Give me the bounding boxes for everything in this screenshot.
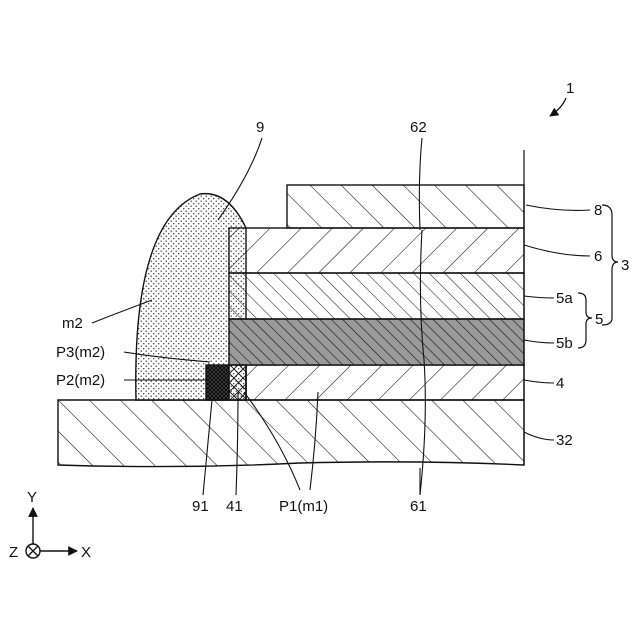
label-91: 91: [192, 498, 209, 515]
layer-6: [229, 228, 524, 273]
label-m2: m2: [62, 315, 83, 332]
label-P3: P3(m2): [56, 344, 105, 361]
axis-indicator: Y Z X: [9, 489, 91, 561]
reference-arrow-1: [550, 98, 566, 116]
label-6: 6: [594, 248, 602, 265]
label-32: 32: [556, 432, 573, 449]
substrate-32: [58, 400, 524, 467]
label-62: 62: [410, 119, 427, 136]
axis-y-label: Y: [27, 489, 37, 506]
layer-5a: [229, 273, 524, 319]
label-P2: P2(m2): [56, 372, 105, 389]
label-3: 3: [621, 257, 629, 274]
label-1: 1: [566, 80, 574, 97]
label-41: 41: [226, 498, 243, 515]
label-P1: P1(m1): [279, 498, 328, 515]
axis-z-label: Z: [9, 544, 18, 561]
layer-5b: [229, 319, 524, 365]
axis-x-label: X: [81, 544, 91, 561]
label-8: 8: [594, 202, 602, 219]
label-5: 5: [595, 311, 603, 328]
label-61: 61: [410, 498, 427, 515]
label-9: 9: [256, 119, 264, 136]
brace-5: [578, 293, 592, 348]
label-5b: 5b: [556, 335, 573, 352]
region-91: [206, 365, 229, 400]
label-4: 4: [556, 375, 564, 392]
label-5a: 5a: [556, 290, 573, 307]
layer-8: [287, 185, 524, 228]
brace-3: [602, 205, 618, 325]
layer-4: [246, 365, 524, 400]
